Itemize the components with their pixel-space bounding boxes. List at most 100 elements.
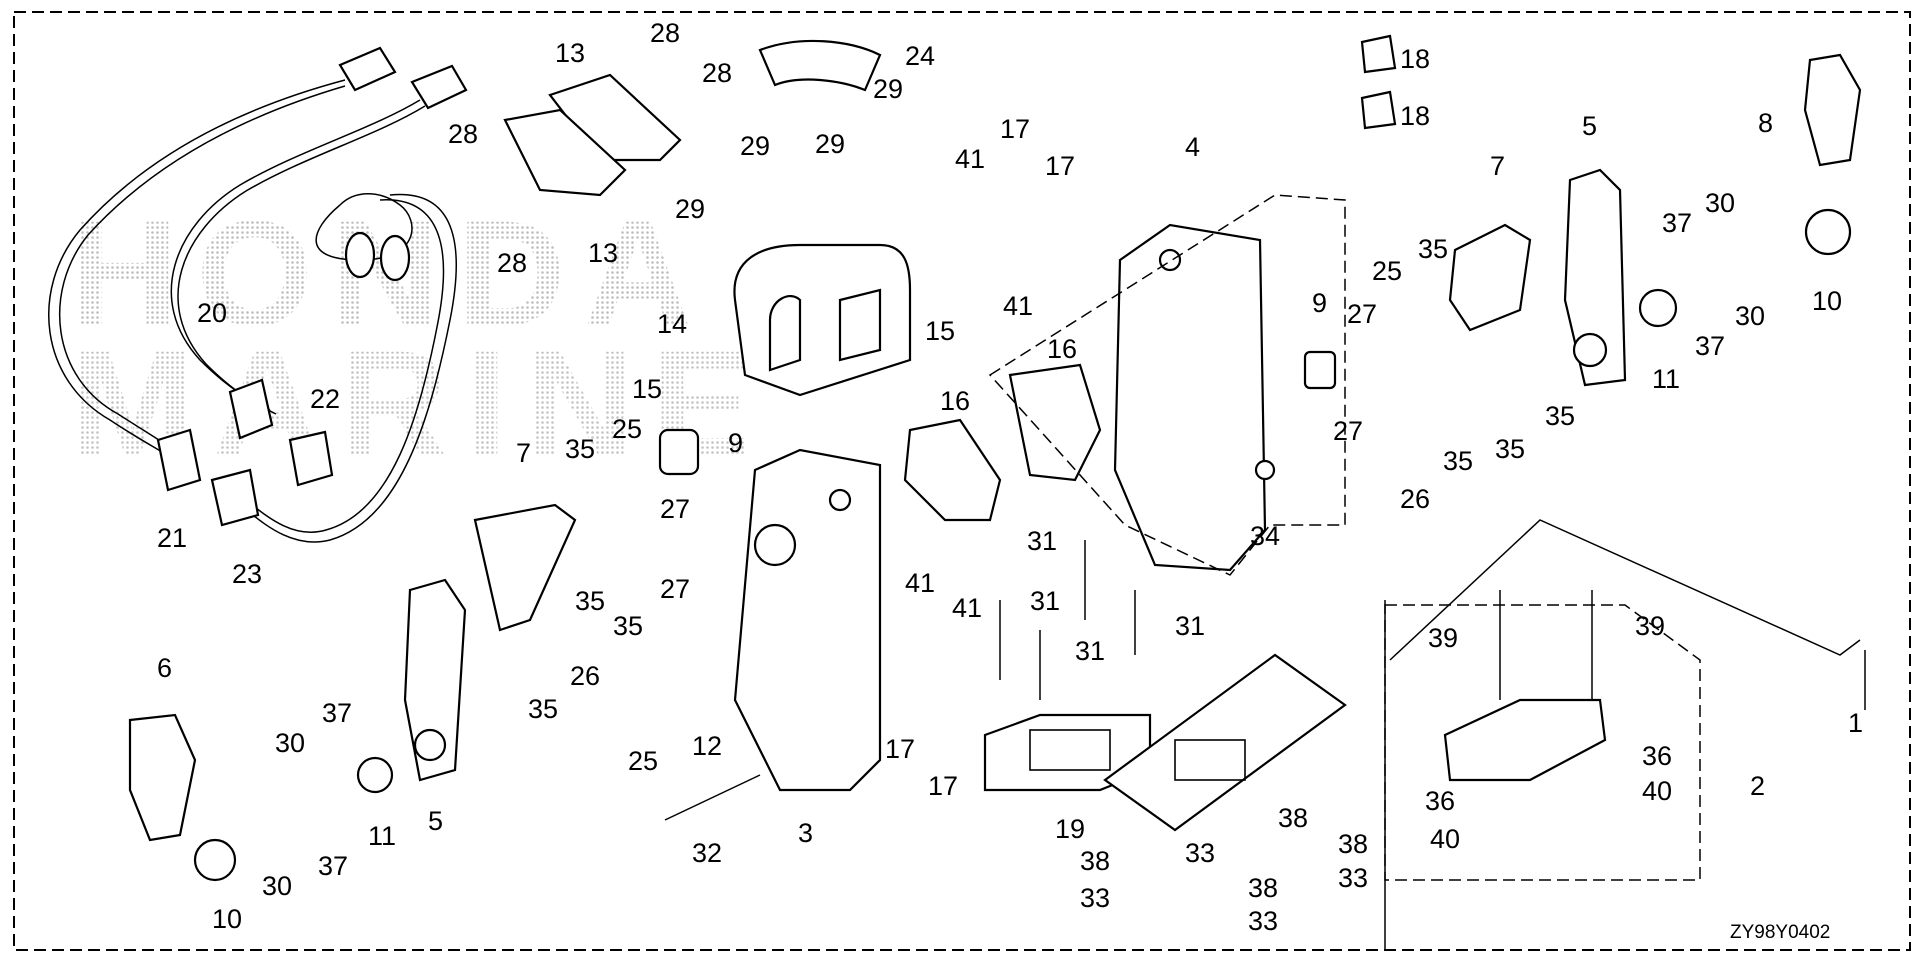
callout-28a: 28 (650, 18, 680, 48)
bushing-18-bottom (1360, 90, 1397, 130)
plate-9-left (658, 428, 700, 476)
callout-30b: 30 (262, 871, 292, 901)
grommet-10-left (193, 838, 237, 882)
callout-17b: 17 (1045, 151, 1075, 181)
callout-7a: 7 (516, 438, 531, 468)
knob-6 (128, 713, 197, 842)
callout-26a: 26 (570, 661, 600, 691)
callout-38b: 38 (1278, 803, 1308, 833)
callout-20: 20 (197, 298, 227, 328)
callout-1: 1 (1848, 708, 1863, 738)
callout-35d: 35 (528, 694, 558, 724)
callout-8: 8 (1758, 108, 1773, 138)
callout-13b: 13 (588, 238, 618, 268)
callout-2: 2 (1750, 771, 1765, 801)
callout-15a: 15 (925, 316, 955, 346)
cover-lid (758, 39, 882, 92)
arm-5-left (403, 578, 467, 782)
callout-35a: 35 (565, 434, 595, 464)
gasket-16-left (903, 418, 1002, 522)
gasket-16-right (1008, 363, 1102, 482)
callout-29a: 29 (740, 131, 770, 161)
callout-34: 34 (1250, 521, 1280, 551)
callout-29d: 29 (675, 194, 705, 224)
panel-plate (1103, 653, 1347, 832)
callout-24: 24 (905, 41, 935, 71)
callout-29c: 29 (873, 74, 903, 104)
callout-25c: 25 (1372, 256, 1402, 286)
callout-36a: 36 (1642, 741, 1672, 771)
bolt-32 (664, 774, 761, 821)
callout-28b: 28 (702, 58, 732, 88)
callout-3: 3 (798, 818, 813, 848)
callout-39a: 39 (1428, 623, 1458, 653)
callout-40a: 40 (1642, 776, 1672, 806)
callout-25b: 25 (628, 746, 658, 776)
callout-16a: 16 (940, 386, 970, 416)
callout-33b: 33 (1185, 838, 1215, 868)
callout-22: 22 (310, 384, 340, 414)
callout-4: 4 (1185, 132, 1200, 162)
callout-38d: 38 (1248, 873, 1278, 903)
assembly-4-frame (988, 194, 1346, 576)
bushing-18-top (1360, 34, 1397, 74)
callout-6: 6 (157, 653, 172, 683)
assembly-1-leader (1384, 519, 1866, 950)
callout-12: 12 (692, 731, 722, 761)
callout-28c: 28 (448, 119, 478, 149)
callout-35c: 35 (613, 611, 643, 641)
lever-7-right (1448, 223, 1532, 332)
callout-41b: 41 (1003, 291, 1033, 321)
callout-16b: 16 (1047, 334, 1077, 364)
nut-34 (1254, 459, 1276, 481)
disc-11-left (356, 756, 394, 794)
control-box-body-3 (733, 448, 882, 792)
callout-18a: 18 (1400, 44, 1430, 74)
callout-35e: 35 (1418, 234, 1448, 264)
callout-10a: 10 (212, 904, 242, 934)
callout-31d: 31 (1175, 611, 1205, 641)
callout-13a: 13 (555, 38, 585, 68)
callout-5b: 5 (1582, 111, 1597, 141)
callout-41d: 41 (952, 593, 982, 623)
callout-37d: 37 (1695, 331, 1725, 361)
callout-25a: 25 (612, 414, 642, 444)
callout-35g: 35 (1495, 434, 1525, 464)
control-box-body-4 (1113, 223, 1267, 572)
callout-31a: 31 (1027, 526, 1057, 556)
callout-37a: 37 (322, 698, 352, 728)
callout-27d: 27 (1333, 416, 1363, 446)
callout-9a: 9 (728, 428, 743, 458)
callout-11b: 11 (1652, 364, 1680, 394)
callout-17c: 17 (885, 734, 915, 764)
callout-11a: 11 (368, 821, 396, 851)
callout-33a: 33 (1080, 883, 1110, 913)
lever-7-left (473, 503, 577, 632)
callout-10b: 10 (1812, 286, 1842, 316)
callout-28d: 28 (497, 248, 527, 278)
callout-15b: 15 (632, 374, 662, 404)
callout-32: 32 (692, 838, 722, 868)
callout-35h: 35 (1443, 446, 1473, 476)
callout-9b: 9 (1312, 288, 1327, 318)
callout-37c: 37 (1662, 208, 1692, 238)
callout-31b: 31 (1030, 586, 1060, 616)
callout-35b: 35 (575, 586, 605, 616)
callout-17a: 17 (1000, 114, 1030, 144)
wire-harness (48, 46, 468, 543)
callout-18b: 18 (1400, 101, 1430, 131)
outer-frame (13, 11, 1911, 951)
callout-38c: 38 (1338, 829, 1368, 859)
disc-11-right (1638, 288, 1678, 328)
callout-19: 19 (1055, 814, 1085, 844)
callout-33c: 33 (1338, 863, 1368, 893)
callout-27b: 27 (660, 574, 690, 604)
callout-33d: 33 (1248, 906, 1278, 936)
callout-7b: 7 (1490, 151, 1505, 181)
callout-23: 23 (232, 559, 262, 589)
assembly-2-frame (1384, 604, 1701, 881)
bracket-lower (503, 108, 627, 197)
honda-watermark: HONDA MARINE (70, 189, 752, 487)
